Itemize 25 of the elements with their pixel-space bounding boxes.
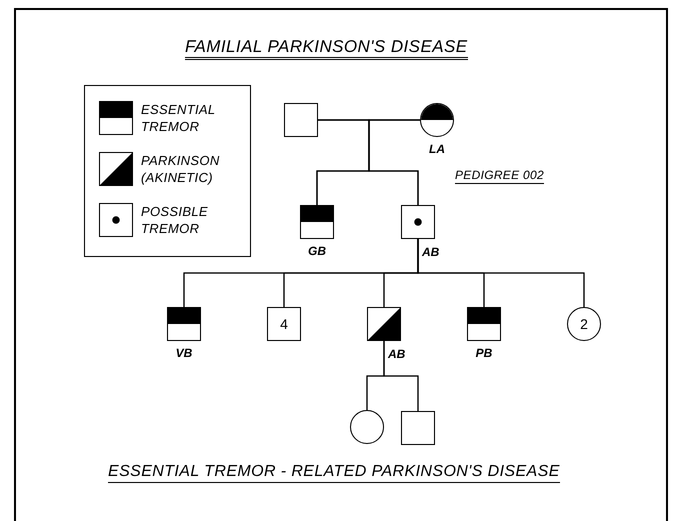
pedigree-square bbox=[167, 307, 201, 341]
person-initials: LA bbox=[428, 143, 446, 155]
pedigree-square bbox=[401, 205, 435, 239]
legend-text: PARKINSON (AKINETIC) bbox=[141, 152, 221, 186]
person-initials: PB bbox=[474, 347, 494, 359]
pedigree-line bbox=[383, 341, 419, 411]
caption: ESSENTIAL TREMOR - RELATED PARKINSON'S DISEASE bbox=[108, 462, 560, 483]
person-count: 2 bbox=[580, 314, 588, 334]
pedigree-number: PEDIGREE 002 bbox=[455, 168, 544, 184]
person-initials: VB bbox=[174, 347, 194, 359]
title: FAMILIAL PARKINSON'S DISEASE bbox=[185, 36, 468, 60]
pedigree-square bbox=[300, 205, 334, 239]
pedigree-square bbox=[267, 307, 301, 341]
pedigree-square bbox=[284, 103, 318, 137]
person-initials: AB bbox=[388, 348, 406, 360]
person-count: 4 bbox=[280, 314, 288, 334]
legend-text: POSSIBLE TREMOR bbox=[141, 203, 209, 237]
pedigree-line bbox=[368, 119, 420, 205]
pedigree-square bbox=[401, 411, 435, 445]
person-initials: AB bbox=[422, 246, 440, 258]
pedigree-line bbox=[417, 239, 585, 307]
person-initials: GB bbox=[307, 245, 327, 257]
legend-text: ESSENTIAL TREMOR bbox=[141, 101, 216, 135]
pedigree-square bbox=[467, 307, 501, 341]
pedigree-square bbox=[367, 307, 401, 341]
